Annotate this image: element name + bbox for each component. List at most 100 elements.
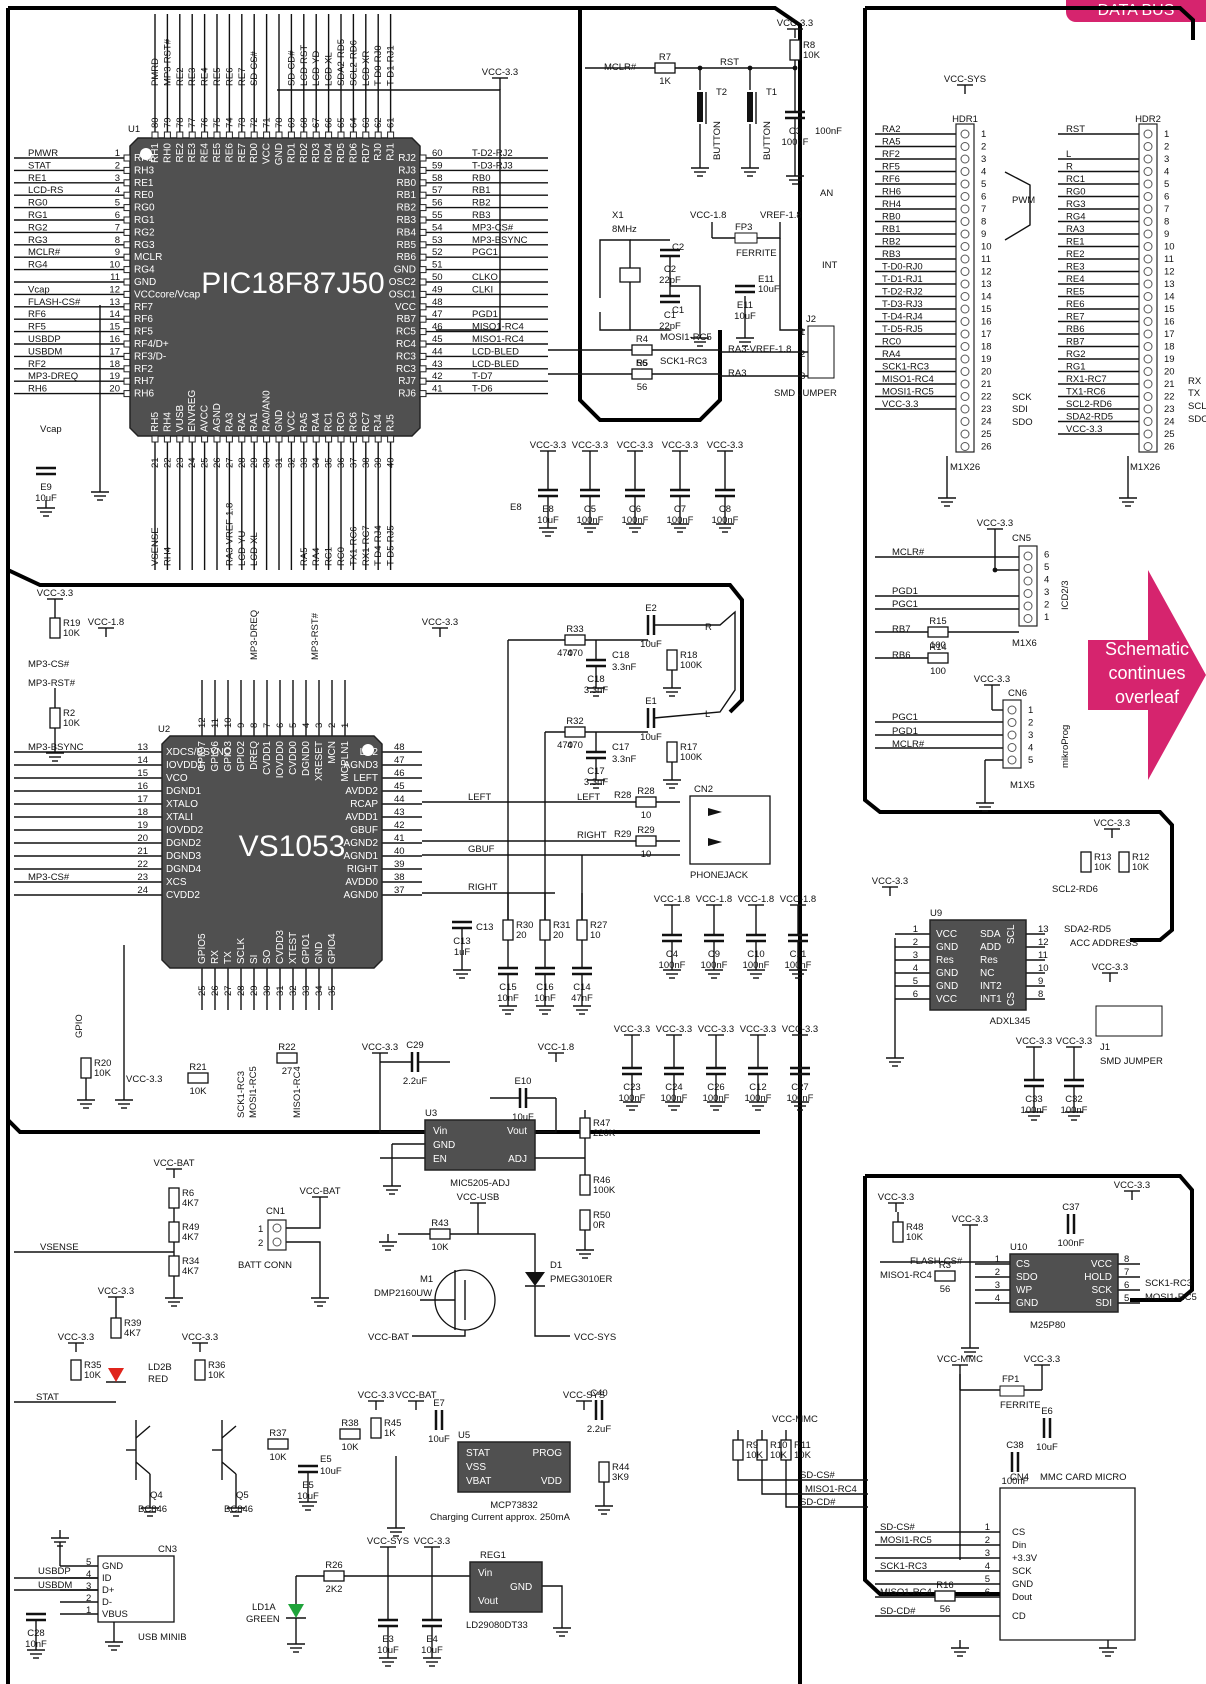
- pin-number: 14: [109, 309, 120, 320]
- capacitor-ref: C1: [672, 305, 684, 316]
- pin-number: 53: [432, 235, 443, 246]
- net-label: RB0: [472, 173, 490, 184]
- supply-label: VCC-BAT: [300, 1186, 341, 1197]
- pin-name: RE2: [175, 143, 186, 163]
- electrolytic-capacitor: [36, 466, 56, 476]
- header-pin: [960, 417, 970, 426]
- pin-number: 18: [137, 807, 148, 818]
- resistor: [502, 919, 514, 941]
- capacitor: [498, 966, 518, 976]
- pin-name: VCC: [286, 411, 297, 432]
- pin-name: CVDD2: [166, 890, 200, 901]
- pin-number: 62: [373, 117, 384, 128]
- ground-icon: [165, 1290, 183, 1307]
- supply-label: VCC-1.8: [780, 894, 816, 905]
- pin-name: VBAT: [466, 1476, 491, 1487]
- net-label: RE6: [1066, 299, 1084, 310]
- wire: [757, 222, 781, 239]
- chip-name: ADXL345: [990, 1016, 1031, 1027]
- resistor-value: 56: [637, 382, 648, 393]
- pin-number: 25: [200, 457, 211, 468]
- pin-name: GND: [394, 265, 416, 276]
- pin-number: 19: [981, 354, 992, 365]
- resistor-value: 10K: [770, 1450, 788, 1461]
- pin-number: 30: [262, 985, 273, 996]
- pin-name: VCC: [395, 302, 416, 313]
- net-label: MP3-BSYNC: [472, 235, 528, 246]
- supply-label: VCC-1.8: [690, 210, 726, 221]
- capacitor: [746, 933, 766, 943]
- header-pin: [960, 254, 970, 264]
- header-pin: [1143, 242, 1153, 251]
- pin-number: 19: [1164, 354, 1175, 365]
- pin-number: 24: [981, 417, 992, 428]
- pin-number: 3: [985, 1548, 990, 1559]
- connector-ref: CN3: [158, 1544, 177, 1555]
- resistor-value: 10K: [432, 1242, 450, 1253]
- connector-side-label: ICD2/3: [1060, 580, 1071, 610]
- ground-icon: [576, 1242, 594, 1259]
- pin-name: RG4: [134, 265, 155, 276]
- pin-number: 6: [275, 723, 286, 728]
- net-label: MOSI1-RC5: [660, 332, 712, 343]
- pin-name: RH7: [134, 376, 154, 387]
- capacitor-ref: C13: [476, 922, 493, 933]
- header-ref: HDR1: [952, 114, 978, 125]
- resistor-value: 10K: [190, 1086, 208, 1097]
- net-label: T-D0-RJ0: [882, 262, 923, 273]
- pin-name: RF6: [134, 314, 153, 325]
- pin-name: AGND0: [344, 890, 379, 901]
- mosfet-value: DMP2160UW: [374, 1288, 432, 1299]
- mmc-pin-name: Dout: [1012, 1592, 1032, 1603]
- pin-number: 8: [981, 217, 986, 228]
- resistor-value: 100K: [680, 660, 703, 671]
- capacitor-value: 10uF: [35, 493, 57, 504]
- pin-number: 67: [311, 117, 322, 128]
- header-pin: [1007, 730, 1017, 740]
- chip-name: M25P80: [1030, 1320, 1065, 1331]
- net-label: MCLR#: [604, 62, 637, 73]
- header-pin: [1143, 179, 1153, 189]
- resistor-ref: R28: [614, 790, 631, 801]
- diode-icon: [525, 1272, 545, 1286]
- pin-name: GPIO3: [223, 741, 234, 772]
- chip-name: MCP73832: [490, 1500, 538, 1511]
- resistor: [323, 1570, 345, 1582]
- pin-name: RB5: [397, 240, 417, 251]
- pin-name: GBUF: [350, 825, 378, 836]
- pin-name: RC6: [348, 412, 359, 432]
- capacitor-value: 3.3nF: [612, 662, 636, 673]
- pin-number: 68: [299, 117, 310, 128]
- pin-name: XDCS/BSYNC: [166, 747, 231, 758]
- header-pin: [1143, 154, 1153, 164]
- resistor: [429, 1228, 451, 1240]
- pin-number: 31: [275, 985, 286, 996]
- pin-number: 59: [432, 160, 443, 171]
- supply-label: VCC-3.3: [182, 1332, 218, 1343]
- pin-name: GND: [936, 942, 958, 953]
- pin1-marker: [140, 148, 152, 160]
- pin-name: RE0: [134, 190, 154, 201]
- pin-number: 25: [1164, 429, 1175, 440]
- pin-number: 12: [197, 717, 208, 728]
- electrolytic-capacitor: [1042, 1418, 1052, 1438]
- pin-name: RJ2: [398, 153, 416, 164]
- chip-name: LD29080DT33: [466, 1620, 528, 1631]
- pin-number: 14: [137, 755, 148, 766]
- resistor-ref: R22: [278, 1042, 295, 1053]
- net-label: T-D7: [472, 371, 493, 382]
- pin-name: INT2: [980, 981, 1002, 992]
- net-label: RG2: [28, 222, 48, 233]
- group-label: PWM: [1012, 195, 1035, 206]
- pin-number: 42: [394, 820, 405, 831]
- pin-number: 24: [1164, 417, 1175, 428]
- net-label: GBUF: [468, 844, 495, 855]
- button-label: BUTTON: [762, 121, 773, 160]
- resistor-value: 4K7: [182, 1266, 199, 1277]
- resistor-ref: R37: [269, 1428, 286, 1439]
- pin-name: RJ4: [373, 414, 384, 432]
- pin-number: 73: [237, 117, 248, 128]
- pin-number: 26: [1164, 442, 1175, 453]
- pin-name: RB4: [397, 227, 417, 238]
- led-red-icon: [108, 1368, 124, 1382]
